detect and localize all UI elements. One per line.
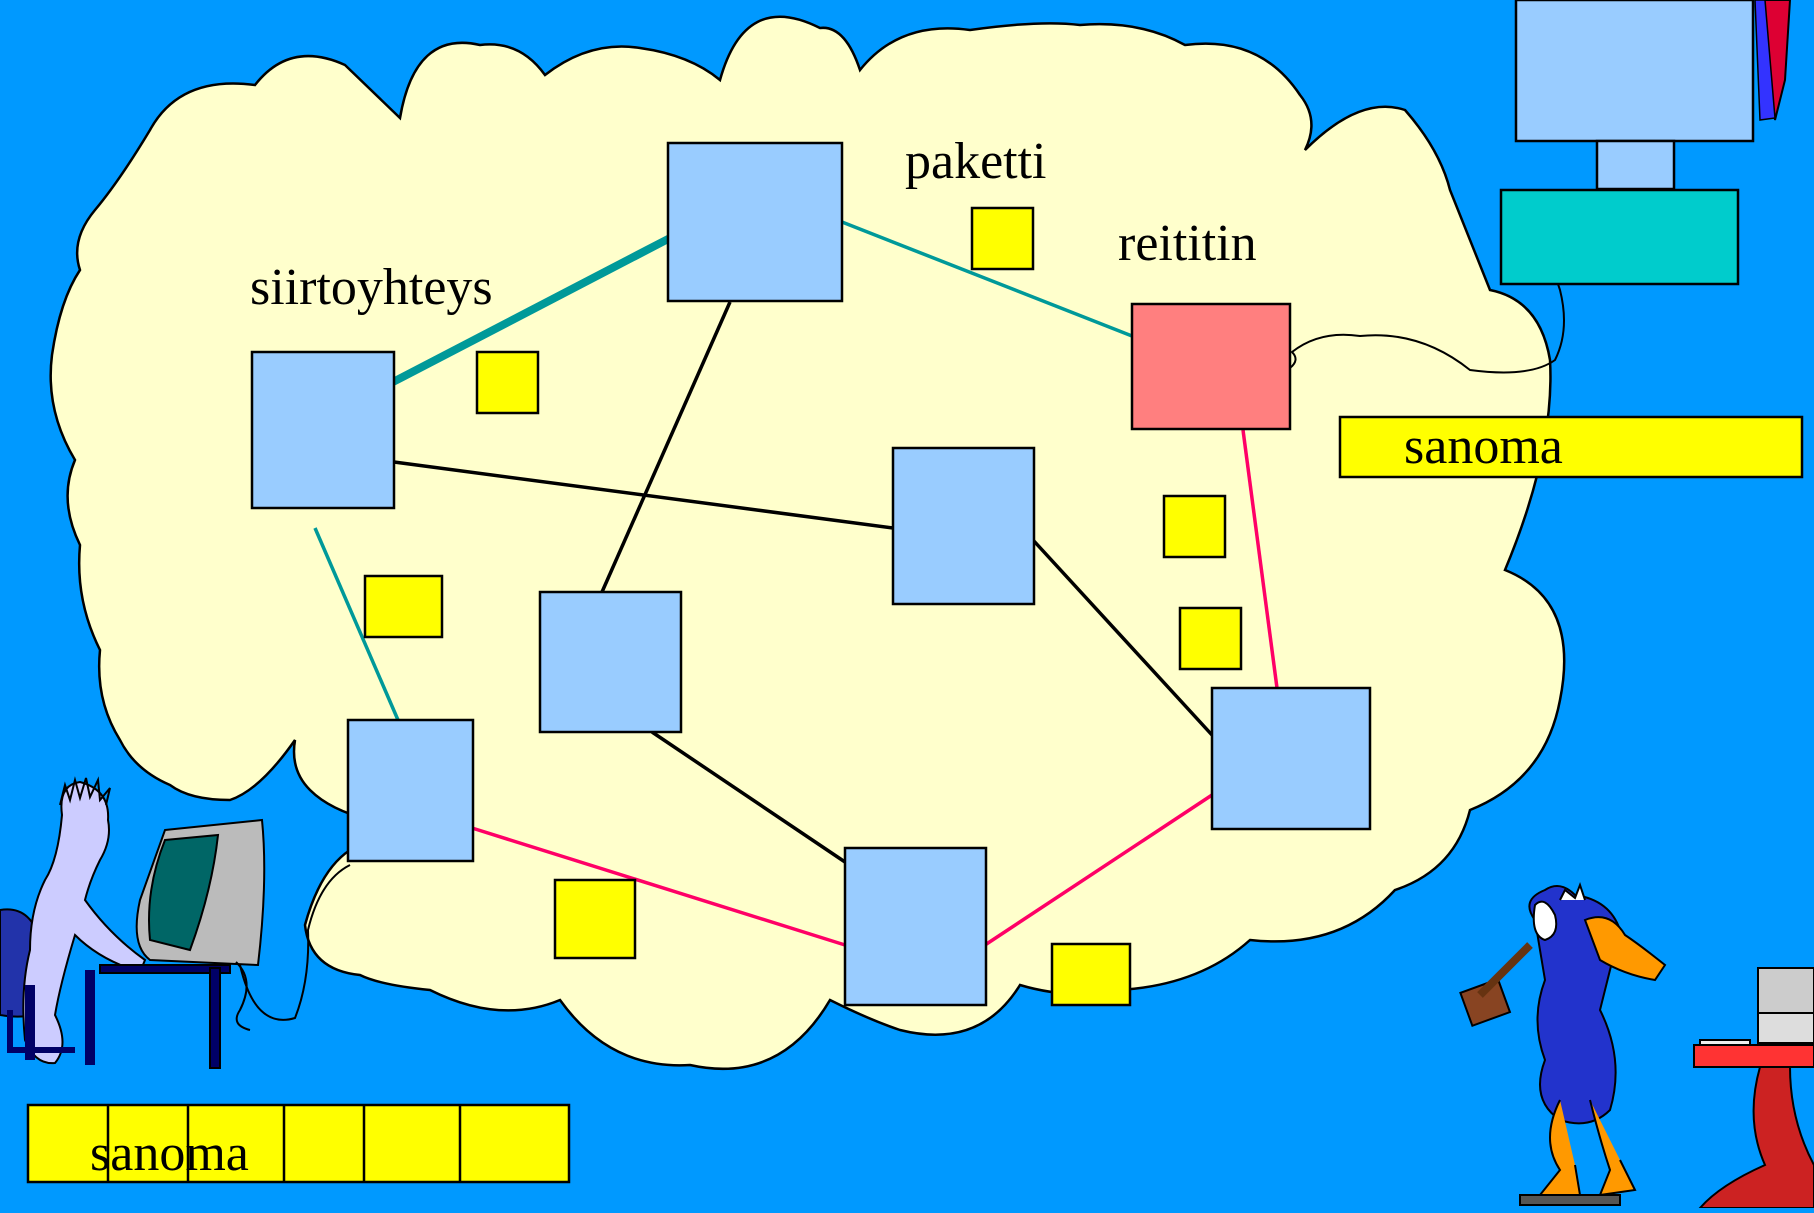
packet xyxy=(970,206,1035,271)
message-segments-left xyxy=(26,1103,571,1184)
packet xyxy=(1178,606,1243,671)
desktop-computer-icon xyxy=(1499,0,1792,286)
message-label-right: sanoma xyxy=(1404,418,1563,475)
link-black-center-right xyxy=(1031,538,1214,737)
node-top xyxy=(666,141,844,303)
packet xyxy=(363,574,444,639)
link-teal-left xyxy=(313,527,400,721)
link-pink-bottom-right xyxy=(984,793,1213,947)
router-node xyxy=(1130,302,1292,431)
wire-to-sender xyxy=(239,864,351,1021)
link-label: siirtoyhteys xyxy=(250,259,493,316)
computer-on-red-table-icon xyxy=(1693,967,1814,1209)
node-lower-left xyxy=(346,718,475,863)
link-black-left-center xyxy=(393,460,894,530)
link-black-top-mid xyxy=(600,301,732,593)
packets xyxy=(363,206,1243,1007)
wire-to-receiver xyxy=(1289,249,1565,374)
link-pink-router-right xyxy=(1241,429,1279,689)
cartoon-duck-with-hammer-icon xyxy=(1459,882,1667,1206)
links xyxy=(313,220,1279,947)
node-mid xyxy=(538,590,683,734)
packet xyxy=(1162,494,1227,559)
link-thick-teal xyxy=(391,234,672,386)
node-bottom xyxy=(843,846,988,1007)
packet xyxy=(553,878,637,960)
message-label-left: sanoma xyxy=(90,1125,249,1182)
packet-label: paketti xyxy=(905,133,1047,190)
node-right xyxy=(1210,686,1372,831)
node-left xyxy=(250,350,396,510)
router-label: reititin xyxy=(1118,215,1257,272)
packet xyxy=(1050,942,1132,1007)
node-center xyxy=(891,446,1036,606)
message-box-right xyxy=(1338,415,1804,479)
link-teal-top-router xyxy=(841,220,1133,338)
link-pink-left-bottom xyxy=(471,826,846,947)
link-black-mid-bottom xyxy=(651,730,846,864)
nodes xyxy=(250,141,1372,1007)
person-at-computer-icon xyxy=(0,776,266,1069)
packet xyxy=(475,350,540,415)
